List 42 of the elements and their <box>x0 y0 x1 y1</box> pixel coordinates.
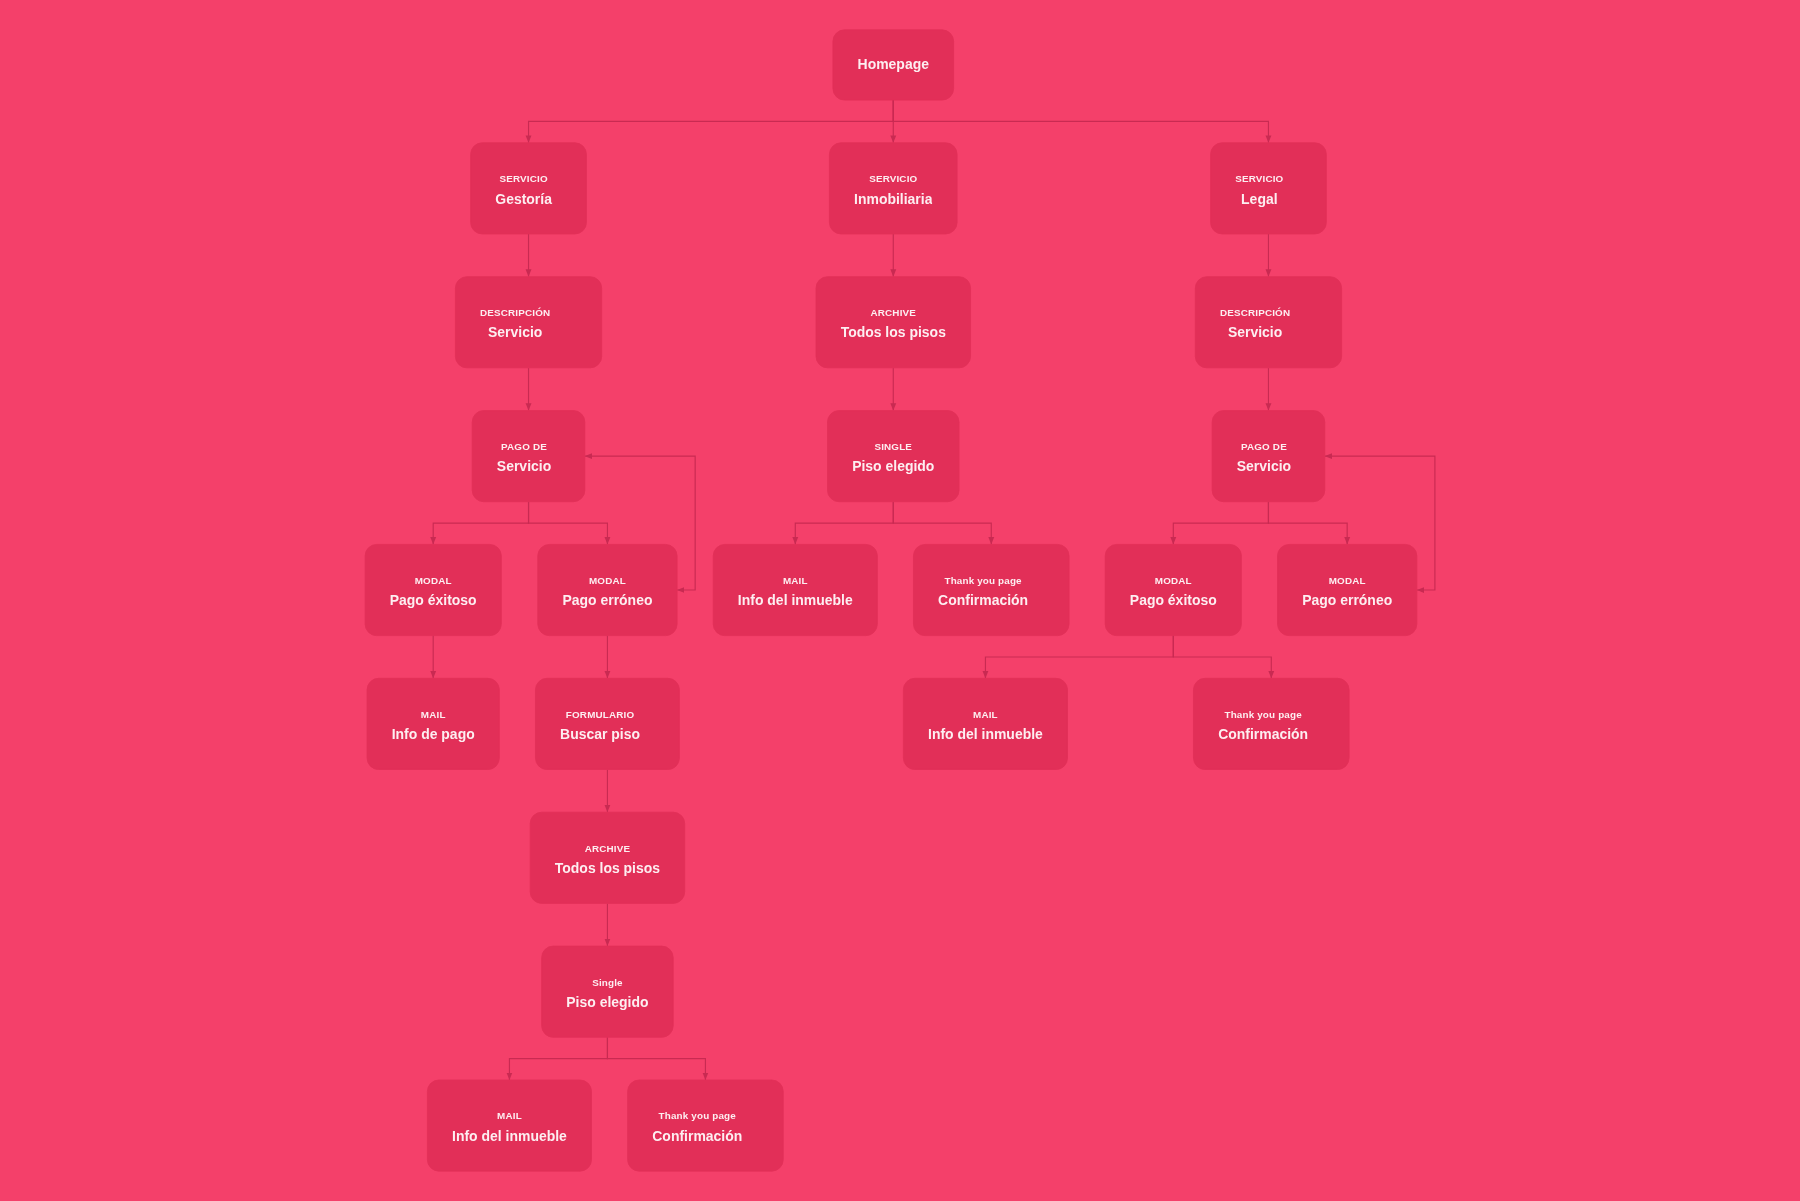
arrow <box>606 1036 709 1081</box>
arrow <box>525 367 532 412</box>
node-box: MAIL Info del inmueble <box>712 544 878 636</box>
arrow <box>604 768 611 813</box>
node-box: Single Piso elegido <box>541 945 674 1038</box>
node-box: DESCRIPCIÓN Servicio <box>1194 276 1342 369</box>
node-box: ARCHIVE Todos los pisos <box>815 276 971 369</box>
arrow <box>890 367 897 412</box>
node-box: MAIL Info del inmueble <box>903 677 1068 770</box>
node-box: Thank you page Confirmación <box>627 1079 784 1172</box>
node-box: PAGO DE Servicio <box>471 410 586 503</box>
arrow <box>525 233 532 278</box>
arrow <box>604 635 611 679</box>
arrow <box>584 453 696 593</box>
node-box: MODAL Pago éxitoso <box>364 544 502 636</box>
node-box: MODAL Pago éxitoso <box>1104 544 1242 636</box>
node-box: Homepage <box>832 29 954 101</box>
arrow <box>890 233 897 278</box>
node-box: MAIL Info del inmueble <box>426 1079 592 1172</box>
node-box: SINGLE Piso elegido <box>827 410 960 503</box>
arrow <box>604 902 611 947</box>
node-box: DESCRIPCIÓN Servicio <box>455 276 603 369</box>
node-box: SERVICIO Inmobiliaria <box>829 142 958 235</box>
node-box: SERVICIO Gestoría <box>470 142 587 235</box>
arrow <box>527 501 611 545</box>
arrow <box>892 99 1272 144</box>
arrow <box>430 635 437 679</box>
node-box: Thank you page Confirmación <box>913 544 1070 636</box>
node-box: SERVICIO Legal <box>1210 142 1327 235</box>
arrow <box>1265 367 1272 412</box>
node-box: MODAL Pago erróneo <box>537 544 678 636</box>
arrow <box>1172 635 1275 679</box>
node-box: ARCHIVE Todos los pisos <box>529 811 686 904</box>
arrow <box>1324 453 1436 593</box>
node-box: FORMULARIO Buscar piso <box>535 677 680 770</box>
arrow <box>1267 501 1351 545</box>
arrow <box>892 501 995 545</box>
arrow <box>1265 233 1272 278</box>
node-box: Thank you page Confirmación <box>1193 677 1350 770</box>
node-box: MAIL Info de pago <box>366 677 500 770</box>
node-box: MODAL Pago erróneo <box>1277 544 1418 636</box>
node-box: PAGO DE Servicio <box>1211 410 1326 503</box>
